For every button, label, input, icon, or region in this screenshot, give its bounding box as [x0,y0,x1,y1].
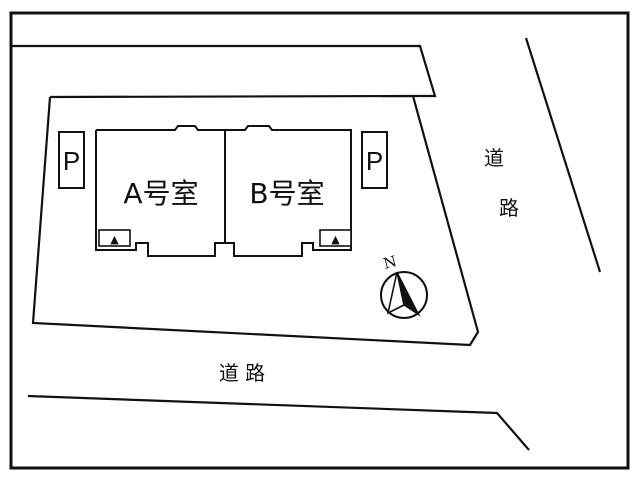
unit-a-label: A号室 [123,177,198,210]
road-label-right-2: 路 [499,196,519,220]
building-unit-a [95,125,226,257]
map-frame [9,11,630,470]
parking-label-left: P [63,146,80,176]
road-label-right-1: 道 [484,146,504,170]
parking-sign-right: P [361,131,388,189]
neighbor-boundary [11,44,437,98]
north-label: N [381,252,398,273]
road-label-bottom: 道 路 [219,361,265,385]
entrance-marker-b: ▲ [331,233,340,246]
north-arrow-icon: N [380,252,428,319]
road-edge-right [524,37,602,273]
entrance-marker-icon: ▲ [319,229,352,247]
parking-sign-left: P [58,131,85,189]
lot-boundary [31,94,480,347]
unit-b-label: B号室 [249,177,324,210]
parking-label-right: P [366,146,383,176]
entrance-marker-icon: ▲ [98,229,131,247]
building-unit-b [225,125,352,257]
road-edge-bottom [27,394,530,451]
entrance-marker-a: ▲ [110,233,119,246]
